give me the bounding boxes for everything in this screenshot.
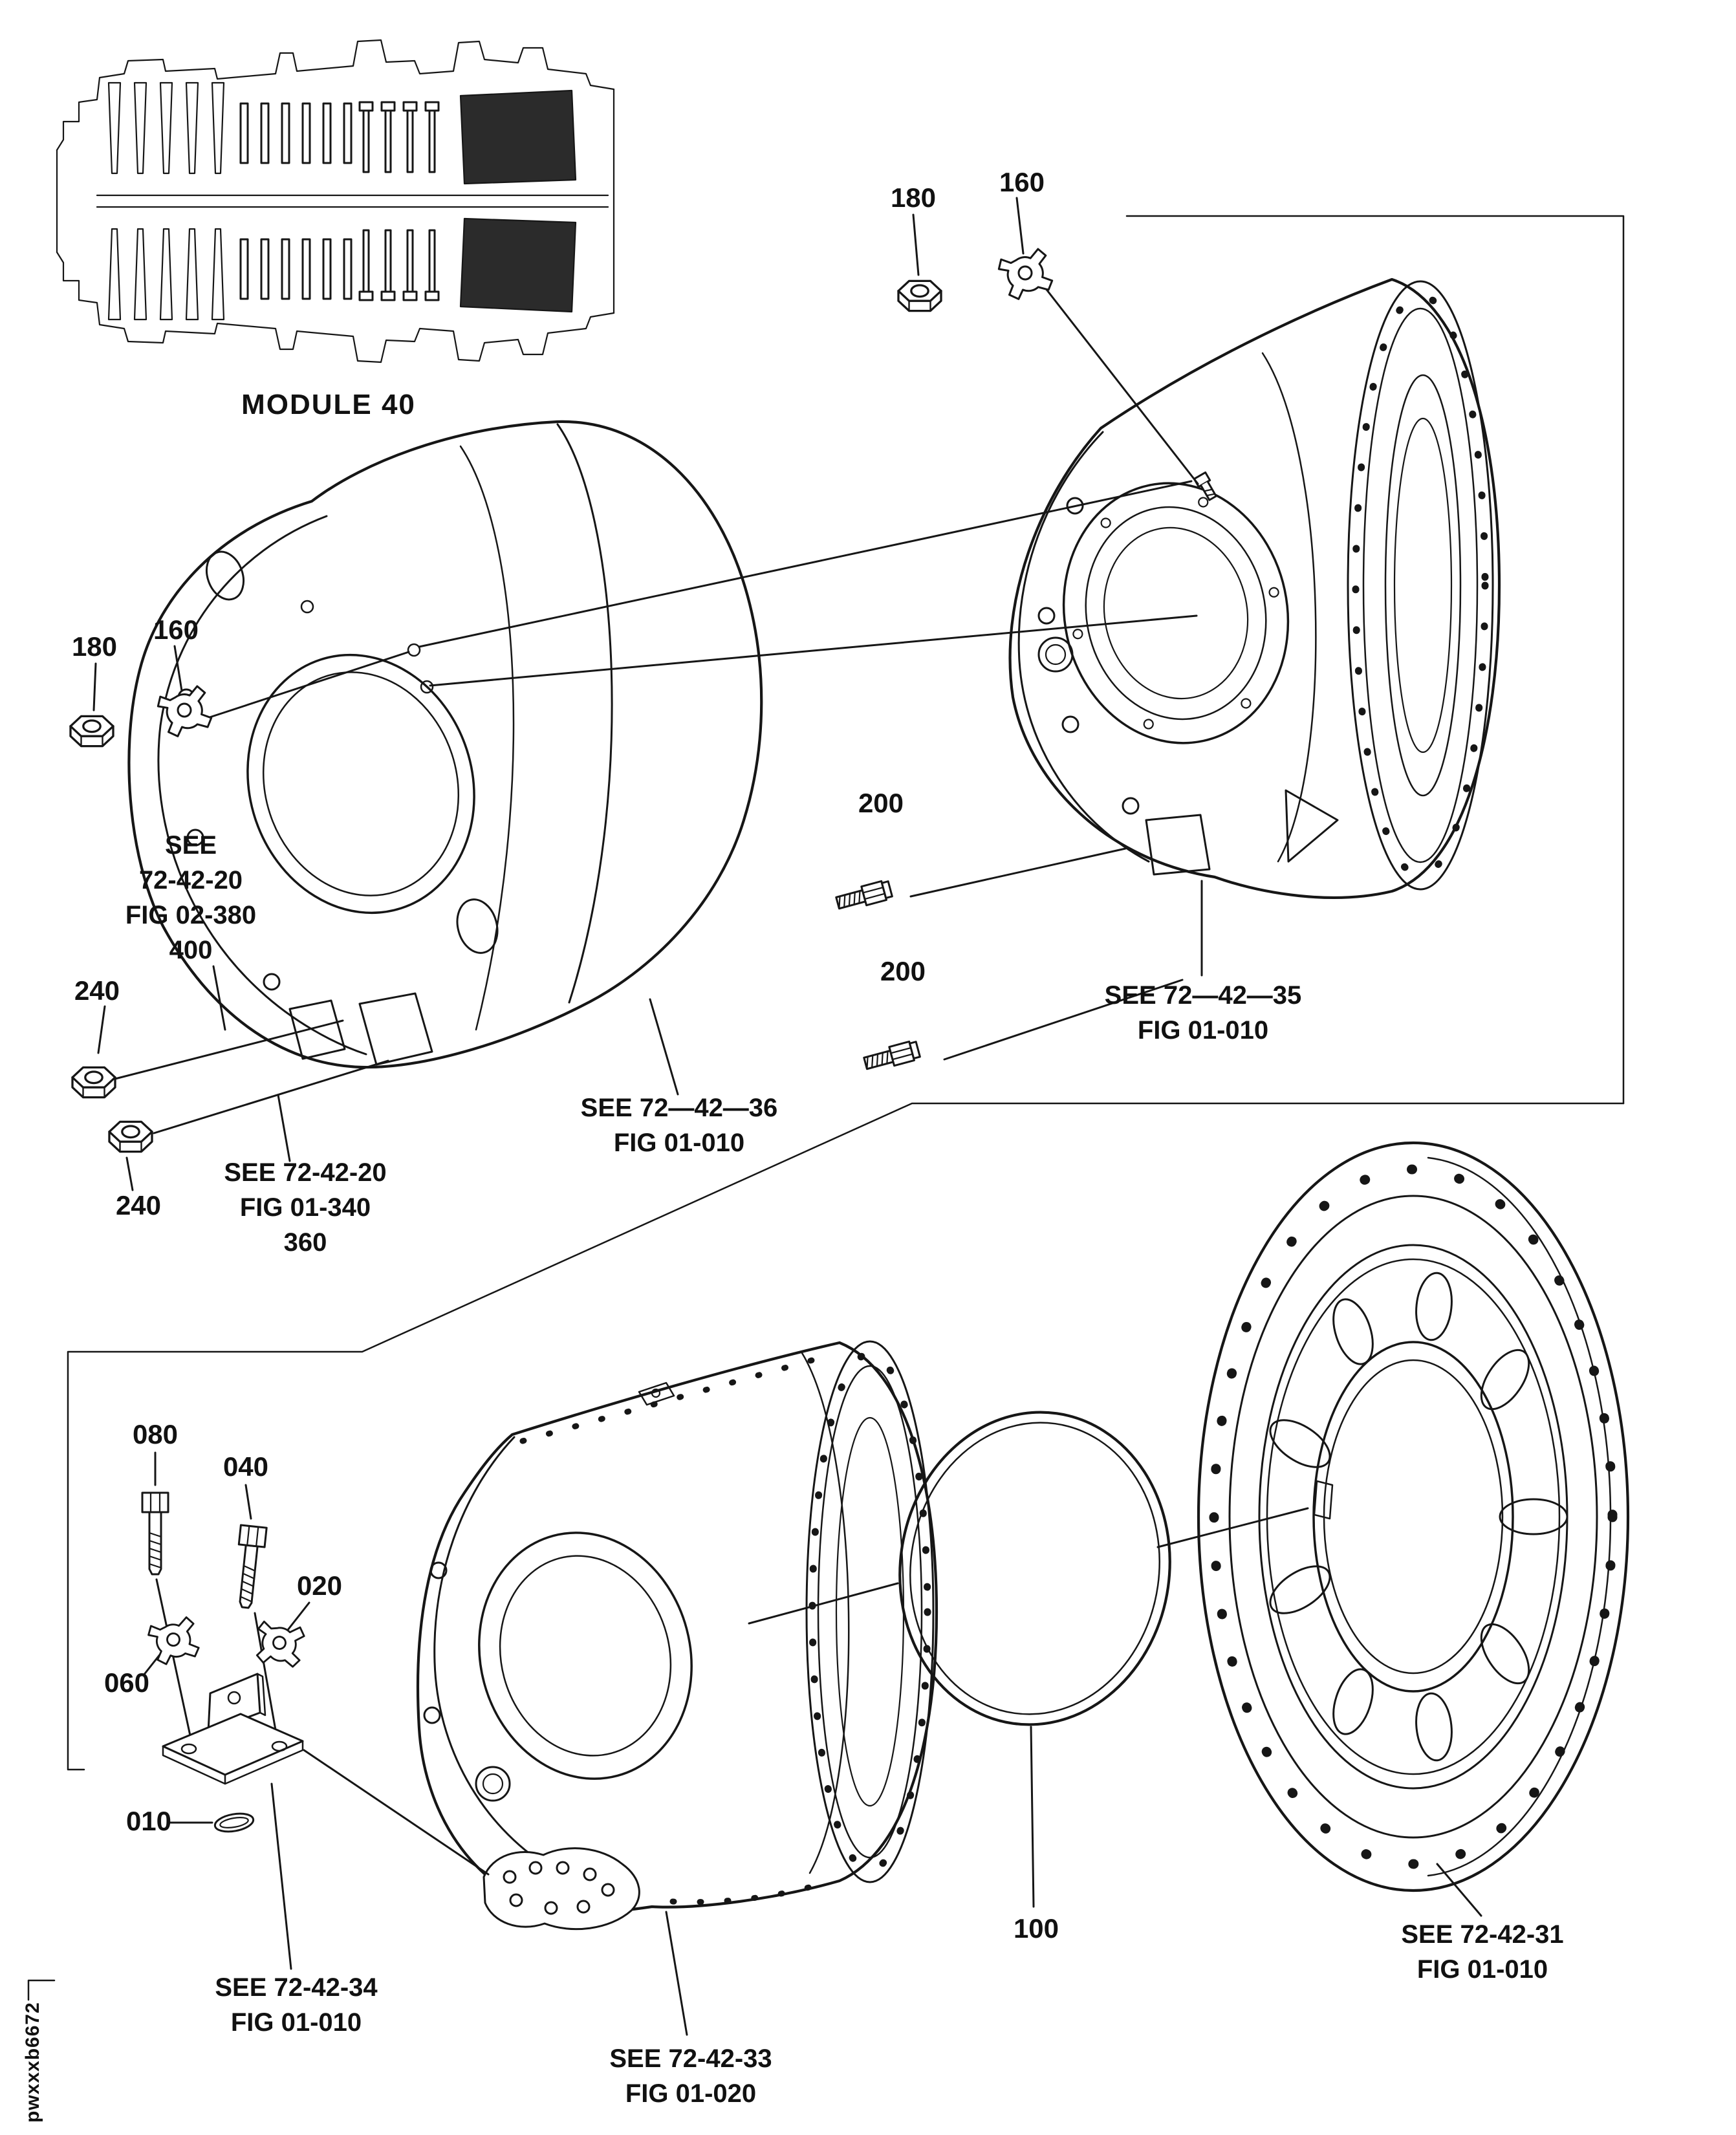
ref-block-ring-31: SEE 72-42-31 FIG 01-010 [1401,1920,1563,1984]
ref-case-33-line2: FIG 01-020 [625,2079,756,2108]
callout-160-left: 160 [153,614,199,645]
leader-lines [92,197,1482,2036]
callout-060: 060 [104,1667,149,1698]
case-36-cutout-b [288,999,346,1060]
ref-block-fig01-340: SEE 72-42-20 FIG 01-340 360 [224,1158,386,1257]
ref-block-case-36: SEE 72—42—36 FIG 01-010 [581,1094,778,1157]
callout-020: 020 [297,1570,342,1601]
hex-nut-240-a [71,1066,116,1099]
case-35-bore [1062,482,1290,744]
module-40-highlight-top [459,89,577,185]
labels: MODULE 40 180 160 180 160 200 200 240 24… [22,167,1564,2123]
ring-31-oval-cutouts [1269,1272,1568,1762]
ref-bracket-34-line2: FIG 01-010 [231,2008,362,2037]
flange-ring-72-42-31 [1197,1141,1630,1892]
bolt-080 [141,1491,169,1576]
ref-ring-31-line1: SEE 72-42-31 [1401,1920,1563,1949]
case-35-cutout-triangle [1285,789,1339,863]
ref-case-35-line2: FIG 01-010 [1138,1016,1268,1045]
callout-040: 040 [223,1451,268,1482]
callout-010: 010 [126,1806,171,1836]
seal-ring-100 [898,1411,1171,1726]
case-33-mount-pad [483,1847,640,1931]
plug-200-a [834,878,894,914]
callout-240-a: 240 [74,975,120,1006]
corner-mark [27,1979,56,2001]
ref-block-case-33: SEE 72-42-33 FIG 01-020 [609,2044,772,2108]
case-33-bore [478,1532,693,1780]
plug-200-b [862,1039,922,1074]
ref-case-36-line1: SEE 72—42—36 [581,1094,778,1122]
doc-code: pwxxxb6672 [22,2002,43,2123]
ref-fig02-380-line4: 400 [169,936,213,964]
hex-nut-180-left [69,715,114,748]
oring-010 [213,1812,255,1833]
callout-160-top: 160 [999,167,1045,197]
case-33-top-fitting [638,1382,675,1406]
ref-fig02-380-line2: 72-42-20 [139,866,243,894]
ref-ring-31-line2: FIG 01-010 [1417,1955,1548,1984]
ref-block-fig02-380: SEE 72-42-20 FIG 02-380 400 [125,831,256,964]
keywasher-020 [249,1616,309,1673]
case-36-cutout-a [358,992,433,1066]
ref-block-case-35: SEE 72—42—35 FIG 01-010 [1105,981,1302,1045]
bolt-040 [231,1524,268,1610]
callout-180-top: 180 [891,182,936,213]
ref-fig02-380-line1: SEE [165,831,217,860]
ref-block-bracket-34: SEE 72-42-34 FIG 01-010 [215,1973,378,2037]
callout-200-a: 200 [858,788,904,818]
ring-31-keyway-notch [1313,1480,1334,1520]
upper-group-box [1125,215,1625,1105]
ref-fig01-340-line2: FIG 01-340 [240,1193,371,1222]
case-36-bore [246,653,475,915]
module-label: MODULE 40 [241,389,416,420]
ref-bracket-34-line1: SEE 72-42-34 [215,1973,378,2002]
callout-180-left: 180 [72,631,117,662]
hex-nut-180-top [897,279,942,312]
callout-080: 080 [133,1419,178,1449]
case-72-42-36 [127,420,763,1069]
bracket-72-42-34 [162,1673,304,1785]
group-boundary-lines [27,215,1625,2001]
callout-200-b: 200 [880,956,926,986]
ref-fig02-380-line3: FIG 02-380 [125,901,256,929]
engine-cross-section [56,39,615,363]
ref-case-36-line2: FIG 01-010 [614,1129,744,1157]
module-40-highlight-bottom [459,217,577,313]
case-35-cutout-trapezoid [1145,814,1211,876]
ref-fig01-340-line3: 360 [284,1228,327,1257]
hex-nut-240-b [108,1120,153,1153]
keywasher-160-top [995,246,1056,303]
case-72-42-33 [416,1340,939,1931]
case-72-42-35 [1008,277,1501,899]
ref-case-35-line1: SEE 72—42—35 [1105,981,1302,1010]
callout-240-b: 240 [116,1190,161,1220]
ref-case-33-line1: SEE 72-42-33 [609,2044,772,2073]
lower-group-box [67,1102,1625,1771]
callout-100: 100 [1014,1913,1059,1944]
ref-fig01-340-line1: SEE 72-42-20 [224,1158,386,1187]
